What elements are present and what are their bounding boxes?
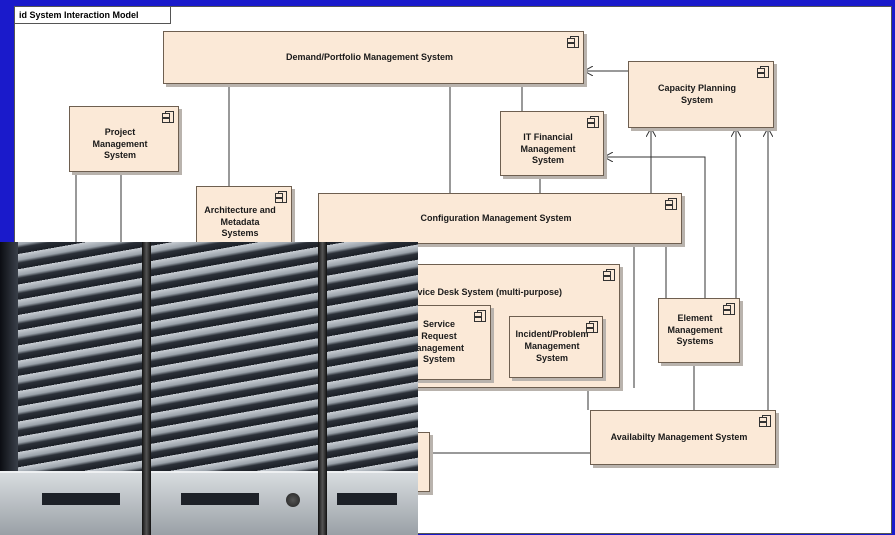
component-project-management: Project Management System: [69, 106, 179, 172]
component-label: Incident/Problem Management System: [515, 329, 589, 363]
component-demand-portfolio: Demand/Portfolio Management System: [163, 31, 584, 84]
component-icon: [162, 111, 174, 123]
component-icon: [587, 116, 599, 128]
component-icon: [586, 321, 598, 333]
component-configuration-management: Configuration Management System: [318, 193, 682, 244]
component-icon: [275, 191, 287, 203]
component-label: Architecture and Metadata Systems: [204, 205, 276, 239]
component-icon: [567, 36, 579, 48]
component-architecture-metadata: Architecture and Metadata Systems: [196, 186, 292, 246]
component-label: Availabilty Management System: [610, 431, 748, 442]
component-icon: [759, 415, 771, 427]
component-icon: [603, 269, 615, 281]
component-availability-management: Availabilty Management System: [590, 410, 776, 465]
component-incident-problem: Incident/Problem Management System: [509, 316, 603, 378]
component-label: Project Management System: [92, 127, 148, 161]
frame-label: id System Interaction Model: [15, 7, 171, 24]
component-it-financial: IT Financial Management System: [500, 111, 604, 176]
component-label: Configuration Management System: [420, 212, 572, 223]
server-rack-photo: [0, 242, 418, 535]
component-icon: [757, 66, 769, 78]
component-capacity-planning: Capacity Planning System: [628, 61, 774, 128]
component-label: Demand/Portfolio Management System: [285, 51, 454, 62]
component-element-management: Element Management Systems: [658, 298, 740, 363]
link-availability-capacity: [768, 128, 778, 438]
component-icon: [474, 310, 486, 322]
component-icon: [723, 303, 735, 315]
component-label: Service Request lanagement System: [413, 319, 464, 365]
component-label: Capacity Planning System: [657, 82, 737, 105]
component-label: Element Management Systems: [667, 312, 723, 347]
component-label: ervice Desk System (multi-purpose): [409, 287, 563, 297]
component-label: IT Financial Management System: [520, 132, 576, 166]
component-icon: [665, 198, 677, 210]
component-service-request: Service Request lanagement System: [405, 305, 491, 380]
link-element-itfin: [604, 157, 706, 298]
